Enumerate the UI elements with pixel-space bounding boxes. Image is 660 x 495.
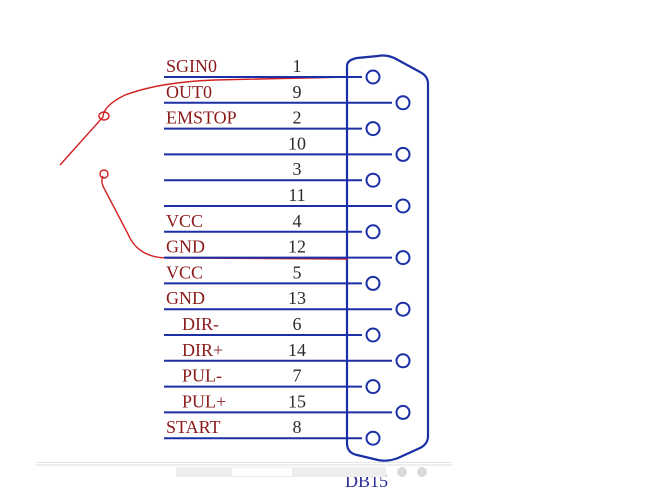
- pin-number: 7: [293, 366, 302, 386]
- signal-label: START: [166, 417, 220, 437]
- pin-number: 11: [288, 185, 305, 205]
- pin-number: 6: [293, 314, 302, 334]
- pin-socket: [365, 275, 381, 291]
- signal-label: VCC: [166, 211, 203, 231]
- pin-number: 5: [293, 262, 302, 282]
- signal-label: PUL+: [182, 391, 226, 411]
- pin-number: 4: [293, 211, 302, 231]
- pin-socket: [395, 404, 411, 420]
- pin-socket: [395, 95, 411, 111]
- pin-number: 1: [293, 56, 302, 76]
- hand-drawn-annotation: [59, 76, 349, 260]
- pin-number: 13: [288, 288, 306, 308]
- pin-number: 10: [288, 133, 306, 153]
- signal-label: EMSTOP: [166, 108, 237, 128]
- pin-socket: [365, 121, 381, 137]
- pin-number: 12: [288, 237, 306, 257]
- pin-number: 15: [288, 391, 306, 411]
- pin-socket: [365, 172, 381, 188]
- signal-label: GND: [166, 288, 205, 308]
- pin-socket: [365, 224, 381, 240]
- pin-socket: [395, 301, 411, 317]
- pin-number: 2: [293, 108, 302, 128]
- pin-number: 14: [288, 340, 306, 360]
- pin-socket: [395, 146, 411, 162]
- pin-socket: [365, 69, 381, 85]
- signal-label: OUT0: [166, 82, 212, 102]
- signal-label: PUL-: [182, 366, 222, 386]
- pin-socket: [365, 327, 381, 343]
- connector-shell: [345, 54, 430, 462]
- screenshot-bottom-strip: [36, 462, 452, 477]
- signal-label: VCC: [166, 262, 203, 282]
- pin-number: 8: [293, 417, 302, 437]
- pin-number: 9: [293, 82, 302, 102]
- signal-label: GND: [166, 237, 205, 257]
- pin-socket: [395, 198, 411, 214]
- pin-socket: [395, 250, 411, 266]
- signal-label: DIR+: [182, 340, 223, 360]
- pin-socket: [395, 353, 411, 369]
- pin-number: 3: [293, 159, 302, 179]
- pin-socket: [365, 379, 381, 395]
- signal-label: SGIN0: [166, 56, 217, 76]
- signal-label: DIR-: [182, 314, 219, 334]
- pin-socket: [365, 430, 381, 446]
